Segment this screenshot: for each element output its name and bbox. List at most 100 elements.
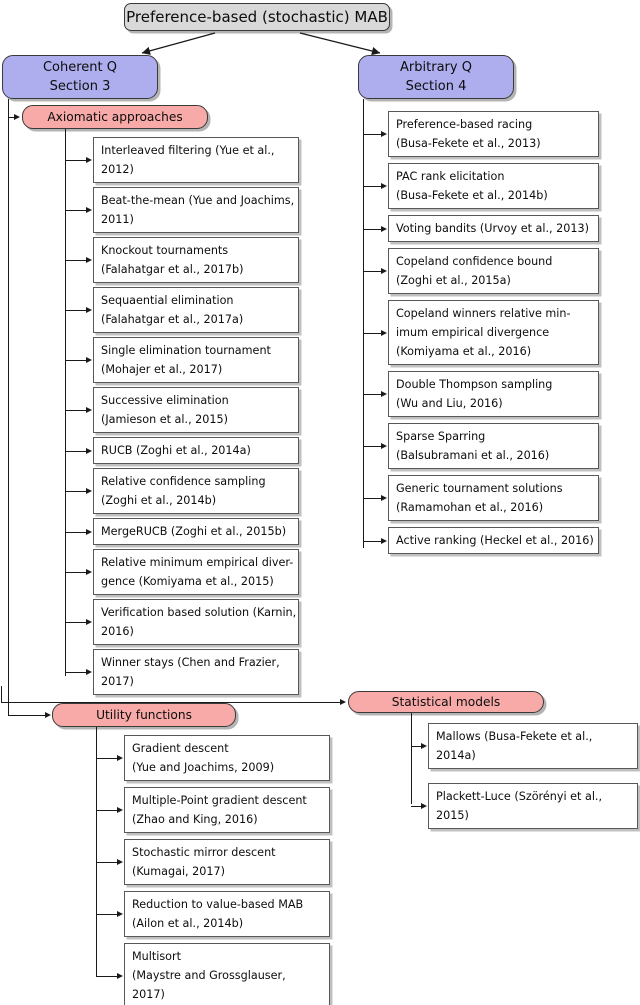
axiomatic-item-line: Single elimination tournament [101, 344, 271, 357]
arbitrary-connector [363, 271, 382, 273]
arbitrary-connector [363, 498, 382, 500]
axiomatic-connector [65, 532, 87, 534]
arbitrary-item[interactable]: Sparse Sparring(Balsubramani et al., 201… [388, 423, 599, 469]
section-coherent-line2: Section 3 [49, 79, 111, 94]
section-arbitrary-line2: Section 4 [405, 79, 467, 94]
statistical-connector [411, 746, 422, 748]
axiomatic-connector [65, 210, 87, 212]
utility-arrow [117, 973, 123, 979]
arbitrary-item[interactable]: Active ranking (Heckel et al., 2016) [388, 527, 599, 554]
axiomatic-arrow [86, 157, 92, 163]
utility-item-line: Multisort [132, 950, 182, 963]
section-arbitrary-line1: Arbitrary Q [400, 60, 472, 75]
spine-coherent-vertical [8, 99, 10, 716]
axiomatic-connector [65, 160, 87, 162]
arbitrary-item[interactable]: PAC rank elicitation(Busa-Fekete et al.,… [388, 163, 599, 209]
root-node-preference-based-mab[interactable]: Preference-based (stochastic) MAB [124, 3, 390, 31]
utility-arrow [117, 859, 123, 865]
axiomatic-item-line: MergeRUCB (Zoghi et al., 2015b) [101, 525, 287, 538]
axiomatic-item[interactable]: Relative minimum empirical diver-gence (… [93, 549, 299, 595]
axiomatic-item[interactable]: Successive elimination(Jamieson et al., … [93, 387, 299, 433]
arbitrary-connector [363, 541, 382, 543]
axiomatic-item-line: Verification based solution (Karnin, [101, 606, 297, 619]
axiomatic-connector [65, 491, 87, 493]
arbitrary-item-line: (Komiyama et al., 2016) [396, 345, 532, 358]
section-node-coherent-q[interactable]: Coherent Q Section 3 [2, 55, 158, 99]
utility-item-line: (Kumagai, 2017) [132, 865, 226, 878]
arbitrary-arrow [381, 443, 387, 449]
category-statistical-label: Statistical models [391, 694, 501, 709]
utility-item-line: (Ailon et al., 2014b) [132, 917, 244, 930]
axiomatic-item[interactable]: Sequaential elimination(Falahatgar et al… [93, 287, 299, 333]
axiomatic-arrow [86, 569, 92, 575]
section-node-arbitrary-q[interactable]: Arbitrary Q Section 4 [358, 55, 514, 99]
arbitrary-item[interactable]: Copeland confidence bound(Zoghi et al., … [388, 248, 599, 294]
arrow-to-utility [45, 712, 51, 718]
axiomatic-arrow [86, 488, 92, 494]
axiomatic-item-line: Relative confidence sampling [101, 475, 266, 488]
arbitrary-item-line: (Wu and Liu, 2016) [396, 397, 503, 410]
utility-item[interactable]: Multisort (Maystre and Grossglauser, 2017) [124, 943, 330, 1005]
utility-item[interactable]: Gradient descent(Yue and Joachims, 2009) [124, 735, 330, 781]
axiomatic-item[interactable]: Beat-the-mean (Yue and Joachims,2011) [93, 187, 299, 233]
category-node-utility-functions[interactable]: Utility functions [52, 703, 236, 727]
utility-item-line: (Maystre and Grossglauser, [132, 969, 286, 982]
arbitrary-arrow [381, 538, 387, 544]
arbitrary-item[interactable]: Generic tournament solutions(Ramamohan e… [388, 475, 599, 521]
axiomatic-item[interactable]: RUCB (Zoghi et al., 2014a) [93, 437, 299, 464]
utility-item-line: 2017) [132, 988, 165, 1001]
axiomatic-item-line: 2012) [101, 163, 134, 176]
arrow-to-statistical [340, 699, 346, 705]
arbitrary-arrow [381, 226, 387, 232]
category-node-statistical-models[interactable]: Statistical models [348, 691, 544, 713]
axiomatic-item-line: 2011) [101, 213, 134, 226]
category-axiomatic-label: Axiomatic approaches [47, 109, 183, 124]
arbitrary-item[interactable]: Preference-based racing(Busa-Fekete et a… [388, 111, 599, 157]
axiomatic-spine [65, 129, 67, 676]
arbitrary-item[interactable]: Copeland winners relative min-imum empir… [388, 300, 599, 365]
axiomatic-item-line: Sequaential elimination [101, 294, 234, 307]
axiomatic-item-line: RUCB (Zoghi et al., 2014a) [101, 444, 251, 457]
axiomatic-item-line: 2017) [101, 675, 134, 688]
arbitrary-item-line: (Busa-Fekete et al., 2014b) [396, 189, 548, 202]
axiomatic-item[interactable]: Interleaved filtering (Yue et al.,2012) [93, 137, 299, 183]
utility-item-line: (Zhao and King, 2016) [132, 813, 258, 826]
axiomatic-connector [65, 451, 87, 453]
statistical-item[interactable]: Plackett-Luce (Szörényi et al.,2015) [428, 783, 638, 829]
arbitrary-item[interactable]: Double Thompson sampling (Wu and Liu, 201… [388, 371, 599, 417]
arbitrary-connector [363, 333, 382, 335]
axiomatic-arrow [86, 257, 92, 263]
arbitrary-arrow [381, 131, 387, 137]
axiomatic-item[interactable]: MergeRUCB (Zoghi et al., 2015b) [93, 518, 299, 545]
arrow-to-axiomatic [14, 114, 20, 120]
category-node-axiomatic-approaches[interactable]: Axiomatic approaches [22, 105, 208, 129]
arbitrary-item-line: Double Thompson sampling [396, 378, 553, 391]
axiomatic-item[interactable]: Single elimination tournament (Mohajer et… [93, 337, 299, 383]
arbitrary-arrow [381, 495, 387, 501]
arbitrary-item[interactable]: Voting bandits (Urvoy et al., 2013) [388, 215, 599, 242]
arbitrary-arrow [381, 183, 387, 189]
utility-item-line: (Yue and Joachims, 2009) [132, 761, 275, 774]
statistical-item[interactable]: Mallows (Busa-Fekete et al.,2014a) [428, 723, 638, 769]
statistical-item-line: Plackett-Luce (Szörényi et al., [436, 790, 603, 803]
utility-item[interactable]: Stochastic mirror descent(Kumagai, 2017) [124, 839, 330, 885]
axiomatic-arrow [86, 669, 92, 675]
utility-item[interactable]: Multiple-Point gradient descent(Zhao and… [124, 787, 330, 833]
category-utility-label: Utility functions [96, 707, 192, 722]
arbitrary-item-line: Copeland confidence bound [396, 255, 553, 268]
arbitrary-connector [363, 134, 382, 136]
utility-connector [96, 976, 118, 978]
arbitrary-arrow [381, 391, 387, 397]
utility-item[interactable]: Reduction to value-based MAB(Ailon et al… [124, 891, 330, 937]
axiomatic-arrow [86, 307, 92, 313]
utility-connector [96, 914, 118, 916]
axiomatic-item[interactable]: Winner stays (Chen and Frazier,2017) [93, 649, 299, 695]
axiomatic-item-line: (Mohajer et al., 2017) [101, 363, 223, 376]
axiomatic-item-line: 2016) [101, 625, 134, 638]
axiomatic-arrow [86, 619, 92, 625]
axiomatic-item[interactable]: Knockout tournaments(Falahatgar et al., … [93, 237, 299, 283]
axiomatic-item[interactable]: Relative confidence sampling(Zoghi et al… [93, 468, 299, 514]
axiomatic-item[interactable]: Verification based solution (Karnin, 2016… [93, 599, 299, 645]
arbitrary-item-line: (Busa-Fekete et al., 2013) [396, 137, 541, 150]
spine-to-utility [8, 715, 46, 717]
